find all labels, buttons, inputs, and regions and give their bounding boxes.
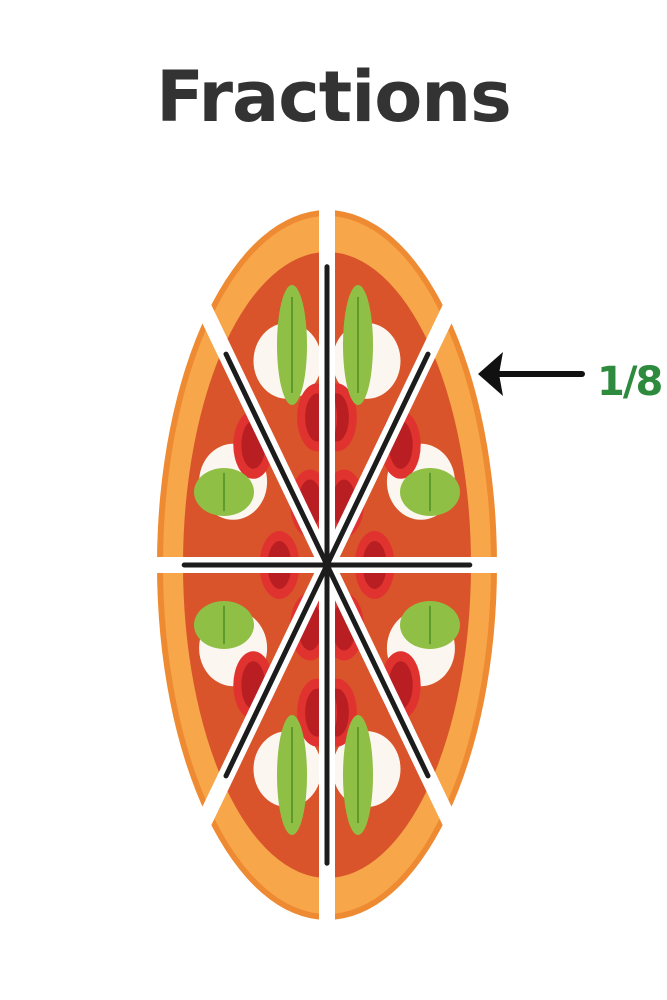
fraction-annotation: 1/8 [478, 352, 663, 405]
slice-cut-line [223, 351, 330, 568]
page-title: Fractions [156, 56, 512, 138]
slice-cut-line [324, 562, 431, 779]
cut-lines [181, 264, 473, 866]
slice-cut-line [324, 351, 431, 568]
pizza-center [322, 560, 332, 570]
slice-cut-line [223, 562, 330, 779]
arrow-left-icon [478, 352, 503, 396]
fraction-label: 1/8 [597, 359, 661, 405]
